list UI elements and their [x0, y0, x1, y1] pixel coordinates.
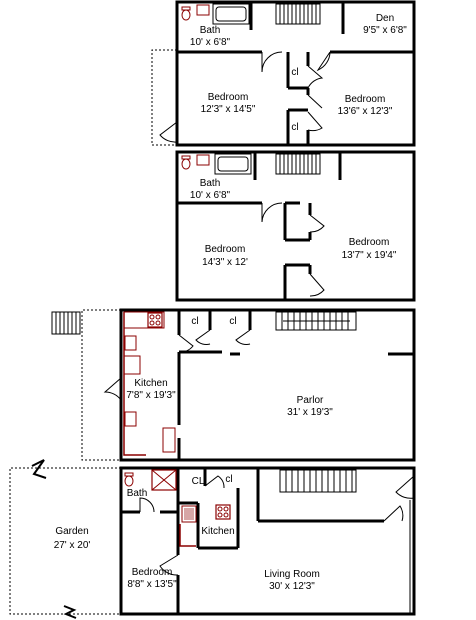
- floor-4-bedroom-right-name: Bedroom: [345, 94, 386, 105]
- floor-4-bedroom-right-dims: 13'6" x 12'3": [338, 106, 393, 117]
- floor-4-den-name: Den: [376, 13, 394, 24]
- floor-1-fixtures: [124, 469, 411, 614]
- floor-3-bedroom-right-name: Bedroom: [349, 237, 390, 248]
- floor-1-doors: [139, 475, 415, 576]
- floor-3-bedroom-left-name: Bedroom: [205, 244, 246, 255]
- floor-2-porch: [51, 309, 121, 461]
- floor-4-stairs: [275, 3, 321, 25]
- floor-3-stairs: [275, 153, 321, 175]
- floor-2-kitchen-name: Kitchen: [134, 378, 167, 389]
- living-room-name: Living Room: [264, 569, 320, 580]
- garden-break-mark-top: [31, 459, 47, 479]
- floor-3-bedroom-left-dims: 14'3" x 12': [202, 257, 248, 268]
- floor-3-bedroom-right-dims: 13'7" x 19'4": [342, 250, 397, 261]
- floor-2-closet-a-label: cl: [191, 316, 198, 327]
- floor-1-closet-big-label: CL: [192, 476, 205, 487]
- floor-3-fixtures: [181, 153, 252, 175]
- floor-3-doors: [261, 202, 325, 297]
- garden-break-mark-bottom: [63, 605, 77, 619]
- floor-1-bath-name: Bath: [127, 488, 148, 499]
- floor-3-bath-dims: 10' x 6'8": [190, 190, 231, 201]
- floor-4-bath-name: Bath: [200, 25, 221, 36]
- floor-4-bath-dims: 10' x 6'8": [190, 37, 231, 48]
- floor-4-bedroom-left-name: Bedroom: [208, 92, 249, 103]
- garden-area: [9, 459, 121, 619]
- floor-2-kitchen-fixtures: [123, 311, 176, 456]
- floor-1-walls: [119, 466, 416, 616]
- floor-4-closet-bottom-label: cl: [291, 122, 298, 133]
- floor-4-balcony: [151, 49, 177, 146]
- garden-name: Garden: [55, 526, 88, 537]
- floor-3-bath-name: Bath: [200, 178, 221, 189]
- floor-2-walls: [119, 308, 416, 462]
- floor-4-closet-top-label: cl: [291, 67, 298, 78]
- floor-2-parlor-dims: 31' x 19'3": [287, 407, 333, 418]
- floor-2-stairs: [275, 311, 357, 331]
- floor-1-stairs: [279, 469, 357, 493]
- floor-2-parlor-name: Parlor: [297, 395, 324, 406]
- floor-4-bedroom-left-dims: 12'3" x 14'5": [201, 104, 256, 115]
- floor-2-closet-b-label: cl: [229, 316, 236, 327]
- floor-4-fixtures: [181, 3, 250, 25]
- living-room-dims: 30' x 12'3": [269, 581, 315, 592]
- garden-dims: 27' x 20': [54, 540, 91, 551]
- floor-1-bedroom-name: Bedroom: [132, 567, 173, 578]
- floor-2-doors: [103, 329, 251, 401]
- floor-1-kitchen-name: Kitchen: [201, 526, 234, 537]
- floor-4-den-dims: 9'5" x 6'8": [363, 25, 407, 36]
- floor-1-bedroom-dims: 8'8" x 13'5": [127, 579, 177, 590]
- floor-2-kitchen-dims: 7'8" x 19'3": [126, 390, 176, 401]
- floor-1-closet-small-label: cl: [225, 474, 232, 485]
- floor-4-walls: [175, 0, 416, 147]
- floor-3-walls: [175, 150, 416, 302]
- floor-4-doors: [159, 51, 331, 143]
